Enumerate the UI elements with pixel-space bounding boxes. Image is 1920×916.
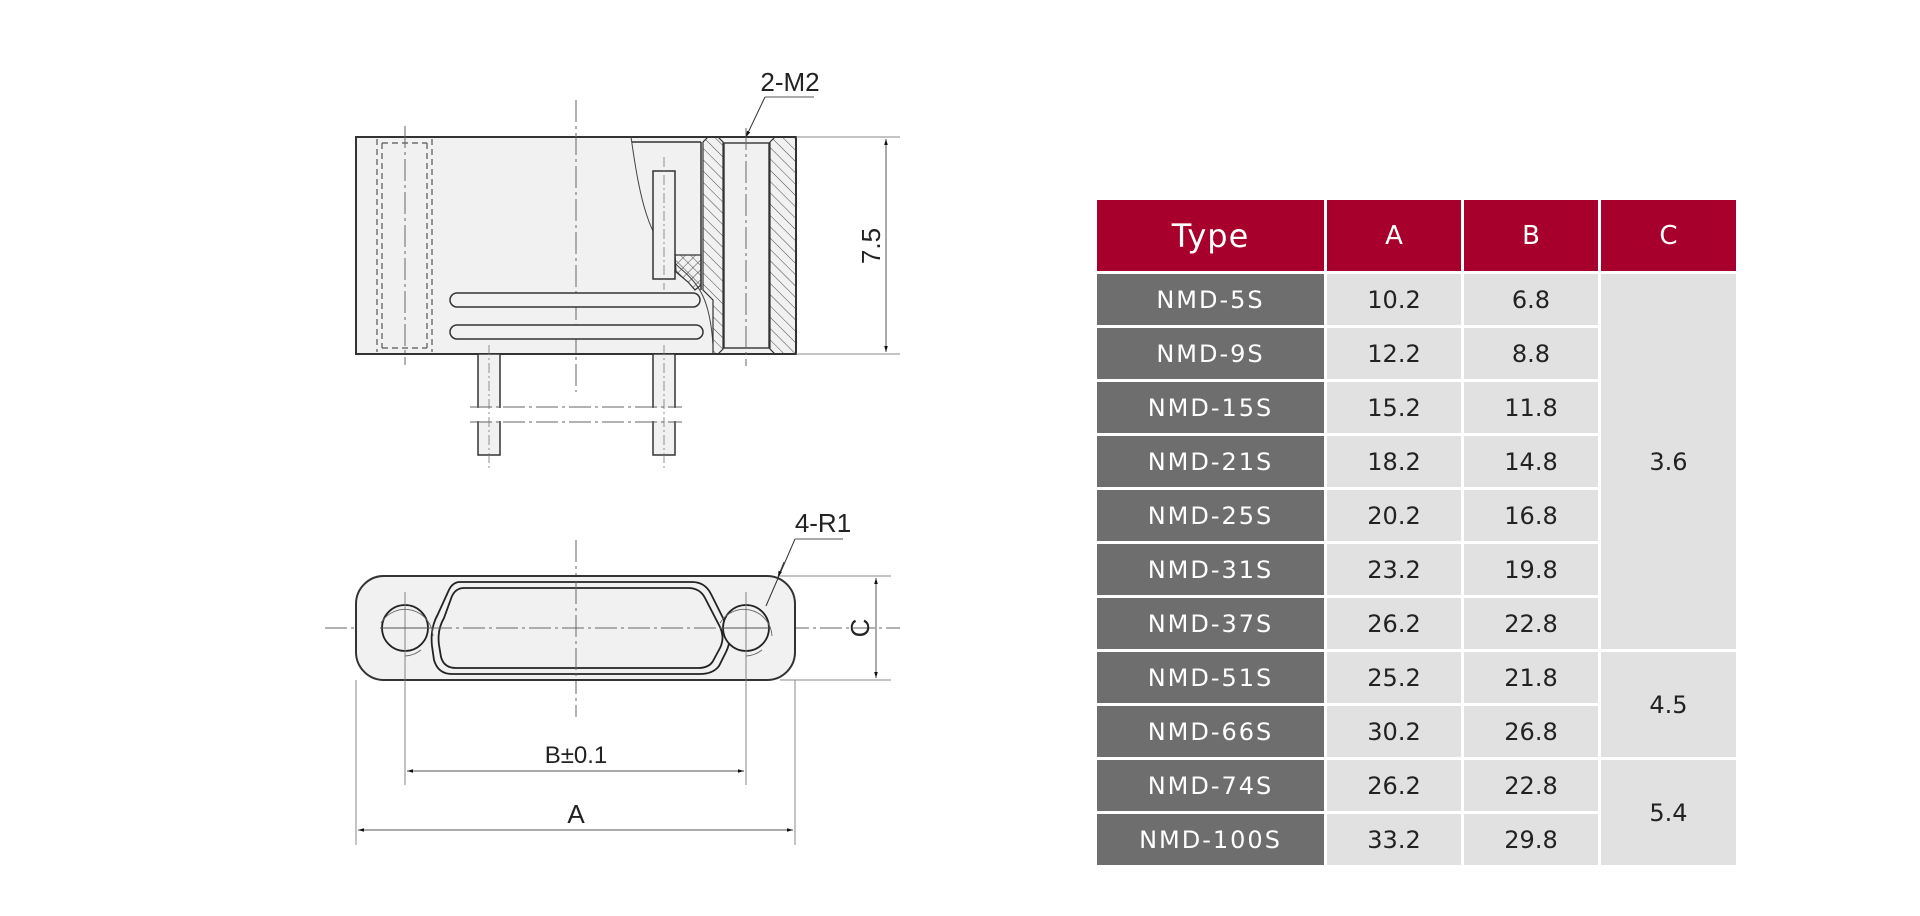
type-cell: NMD-37S	[1097, 598, 1324, 649]
a-cell: 15.2	[1327, 382, 1461, 433]
type-cell: NMD-5S	[1097, 274, 1324, 325]
b-cell: 22.8	[1464, 760, 1598, 811]
header-type: Type	[1097, 200, 1324, 271]
table-row: NMD-37S 26.2 22.8	[1097, 598, 1736, 649]
c-cell-group-3: 5.4	[1601, 760, 1736, 865]
table-row: NMD-5S 10.2 6.8 3.6	[1097, 274, 1736, 649]
header-c: C	[1601, 200, 1736, 271]
c-dimension-label: C	[845, 619, 875, 638]
header-b: B	[1464, 200, 1598, 271]
b-cell: 19.8	[1464, 544, 1598, 595]
a-cell: 23.2	[1327, 544, 1461, 595]
a-cell: 26.2	[1327, 760, 1461, 811]
b-cell: 26.8	[1464, 706, 1598, 757]
table-row: NMD-21S 18.2 14.8	[1097, 436, 1736, 487]
type-cell: NMD-9S	[1097, 328, 1324, 379]
a-cell: 26.2	[1327, 598, 1461, 649]
m2-leader	[745, 96, 766, 138]
a-cell: 18.2	[1327, 436, 1461, 487]
top-view: 2-M2 7.5	[355, 67, 900, 468]
callout-2-m2: 2-M2	[760, 67, 819, 97]
table-row: NMD-100S 33.2 29.8	[1097, 814, 1736, 865]
table-header-row: Type A B C	[1097, 200, 1736, 271]
a-dimension-label: A	[567, 799, 585, 829]
a-cell: 25.2	[1327, 652, 1461, 703]
type-cell: NMD-15S	[1097, 382, 1324, 433]
type-cell: NMD-31S	[1097, 544, 1324, 595]
table-row: NMD-31S 23.2 19.8	[1097, 544, 1736, 595]
bottom-view: 4-R1 C B±0.1 A	[325, 508, 900, 845]
latch-slot-lower	[449, 324, 704, 340]
c-cell-group-1: 3.6	[1601, 274, 1736, 649]
b-cell: 8.8	[1464, 328, 1598, 379]
technical-drawing: 2-M2 7.5 4-R1 C	[325, 67, 900, 845]
a-cell: 20.2	[1327, 490, 1461, 541]
a-cell: 12.2	[1327, 328, 1461, 379]
table-row: NMD-25S 20.2 16.8	[1097, 490, 1736, 541]
dimension-table: Type A B C NMD-5S 10.2 6.8 3.6 NMD-9S 12…	[1094, 197, 1739, 868]
outer-wall-hatch	[769, 136, 797, 355]
a-cell: 33.2	[1327, 814, 1461, 865]
b-dimension-label: B±0.1	[545, 742, 608, 769]
table-row: NMD-74S 26.2 22.8 5.4	[1097, 760, 1736, 865]
table-row: NMD-66S 30.2 26.8	[1097, 706, 1736, 757]
dsub-shell-outer	[430, 581, 731, 675]
a-cell: 10.2	[1327, 274, 1461, 325]
type-cell: NMD-100S	[1097, 814, 1324, 865]
b-cell: 11.8	[1464, 382, 1598, 433]
table-row: NMD-9S 12.2 8.8	[1097, 328, 1736, 379]
callout-4-r1: 4-R1	[795, 508, 851, 538]
shell-wall-hatch	[702, 136, 724, 355]
type-cell: NMD-51S	[1097, 652, 1324, 703]
type-cell: NMD-25S	[1097, 490, 1324, 541]
b-cell: 22.8	[1464, 598, 1598, 649]
table-row: NMD-15S 15.2 11.8	[1097, 382, 1736, 433]
b-cell: 21.8	[1464, 652, 1598, 703]
header-a: A	[1327, 200, 1461, 271]
b-cell: 14.8	[1464, 436, 1598, 487]
a-cell: 30.2	[1327, 706, 1461, 757]
type-cell: NMD-21S	[1097, 436, 1324, 487]
type-cell: NMD-66S	[1097, 706, 1324, 757]
b-cell: 29.8	[1464, 814, 1598, 865]
b-cell: 16.8	[1464, 490, 1598, 541]
height-dimension-value: 7.5	[856, 228, 886, 264]
b-cell: 6.8	[1464, 274, 1598, 325]
latch-slot-upper	[449, 292, 701, 308]
c-cell-group-2: 4.5	[1601, 652, 1736, 757]
type-cell: NMD-74S	[1097, 760, 1324, 811]
table-row: NMD-51S 25.2 21.8 4.5	[1097, 652, 1736, 757]
